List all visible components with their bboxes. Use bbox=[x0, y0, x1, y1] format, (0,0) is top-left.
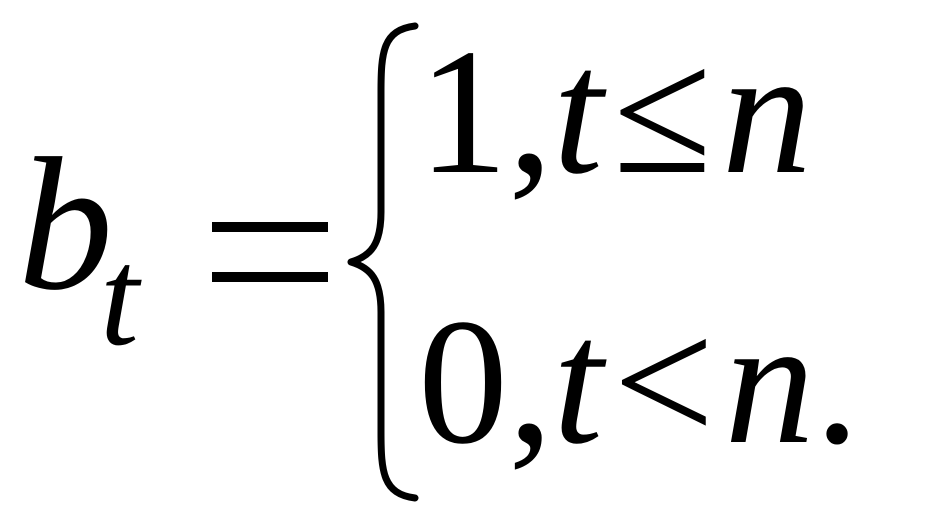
case-2-relation: < bbox=[613, 282, 715, 481]
subscript-t: t bbox=[100, 220, 139, 375]
case-1-relation: ≤ bbox=[613, 12, 712, 211]
left-brace-icon bbox=[347, 22, 419, 502]
case-2-value: 0 bbox=[418, 282, 508, 481]
case-2-var: t bbox=[553, 282, 604, 481]
equals-bar-bottom bbox=[212, 272, 328, 282]
case-2-end: . bbox=[814, 282, 860, 481]
case-1-bound: n bbox=[721, 12, 812, 211]
variable-b: b bbox=[18, 120, 113, 330]
case-row-1: 1,t≤n bbox=[418, 22, 812, 202]
case-2-bound: n bbox=[724, 282, 815, 481]
equals-sign bbox=[212, 206, 328, 288]
case-2-comma: , bbox=[508, 282, 553, 481]
case-1-comma: , bbox=[508, 12, 553, 211]
equals-bar-top bbox=[212, 222, 328, 232]
case-1-var: t bbox=[553, 12, 604, 211]
case-row-2: 0,t<n. bbox=[418, 292, 860, 472]
case-1-value: 1 bbox=[418, 12, 508, 211]
